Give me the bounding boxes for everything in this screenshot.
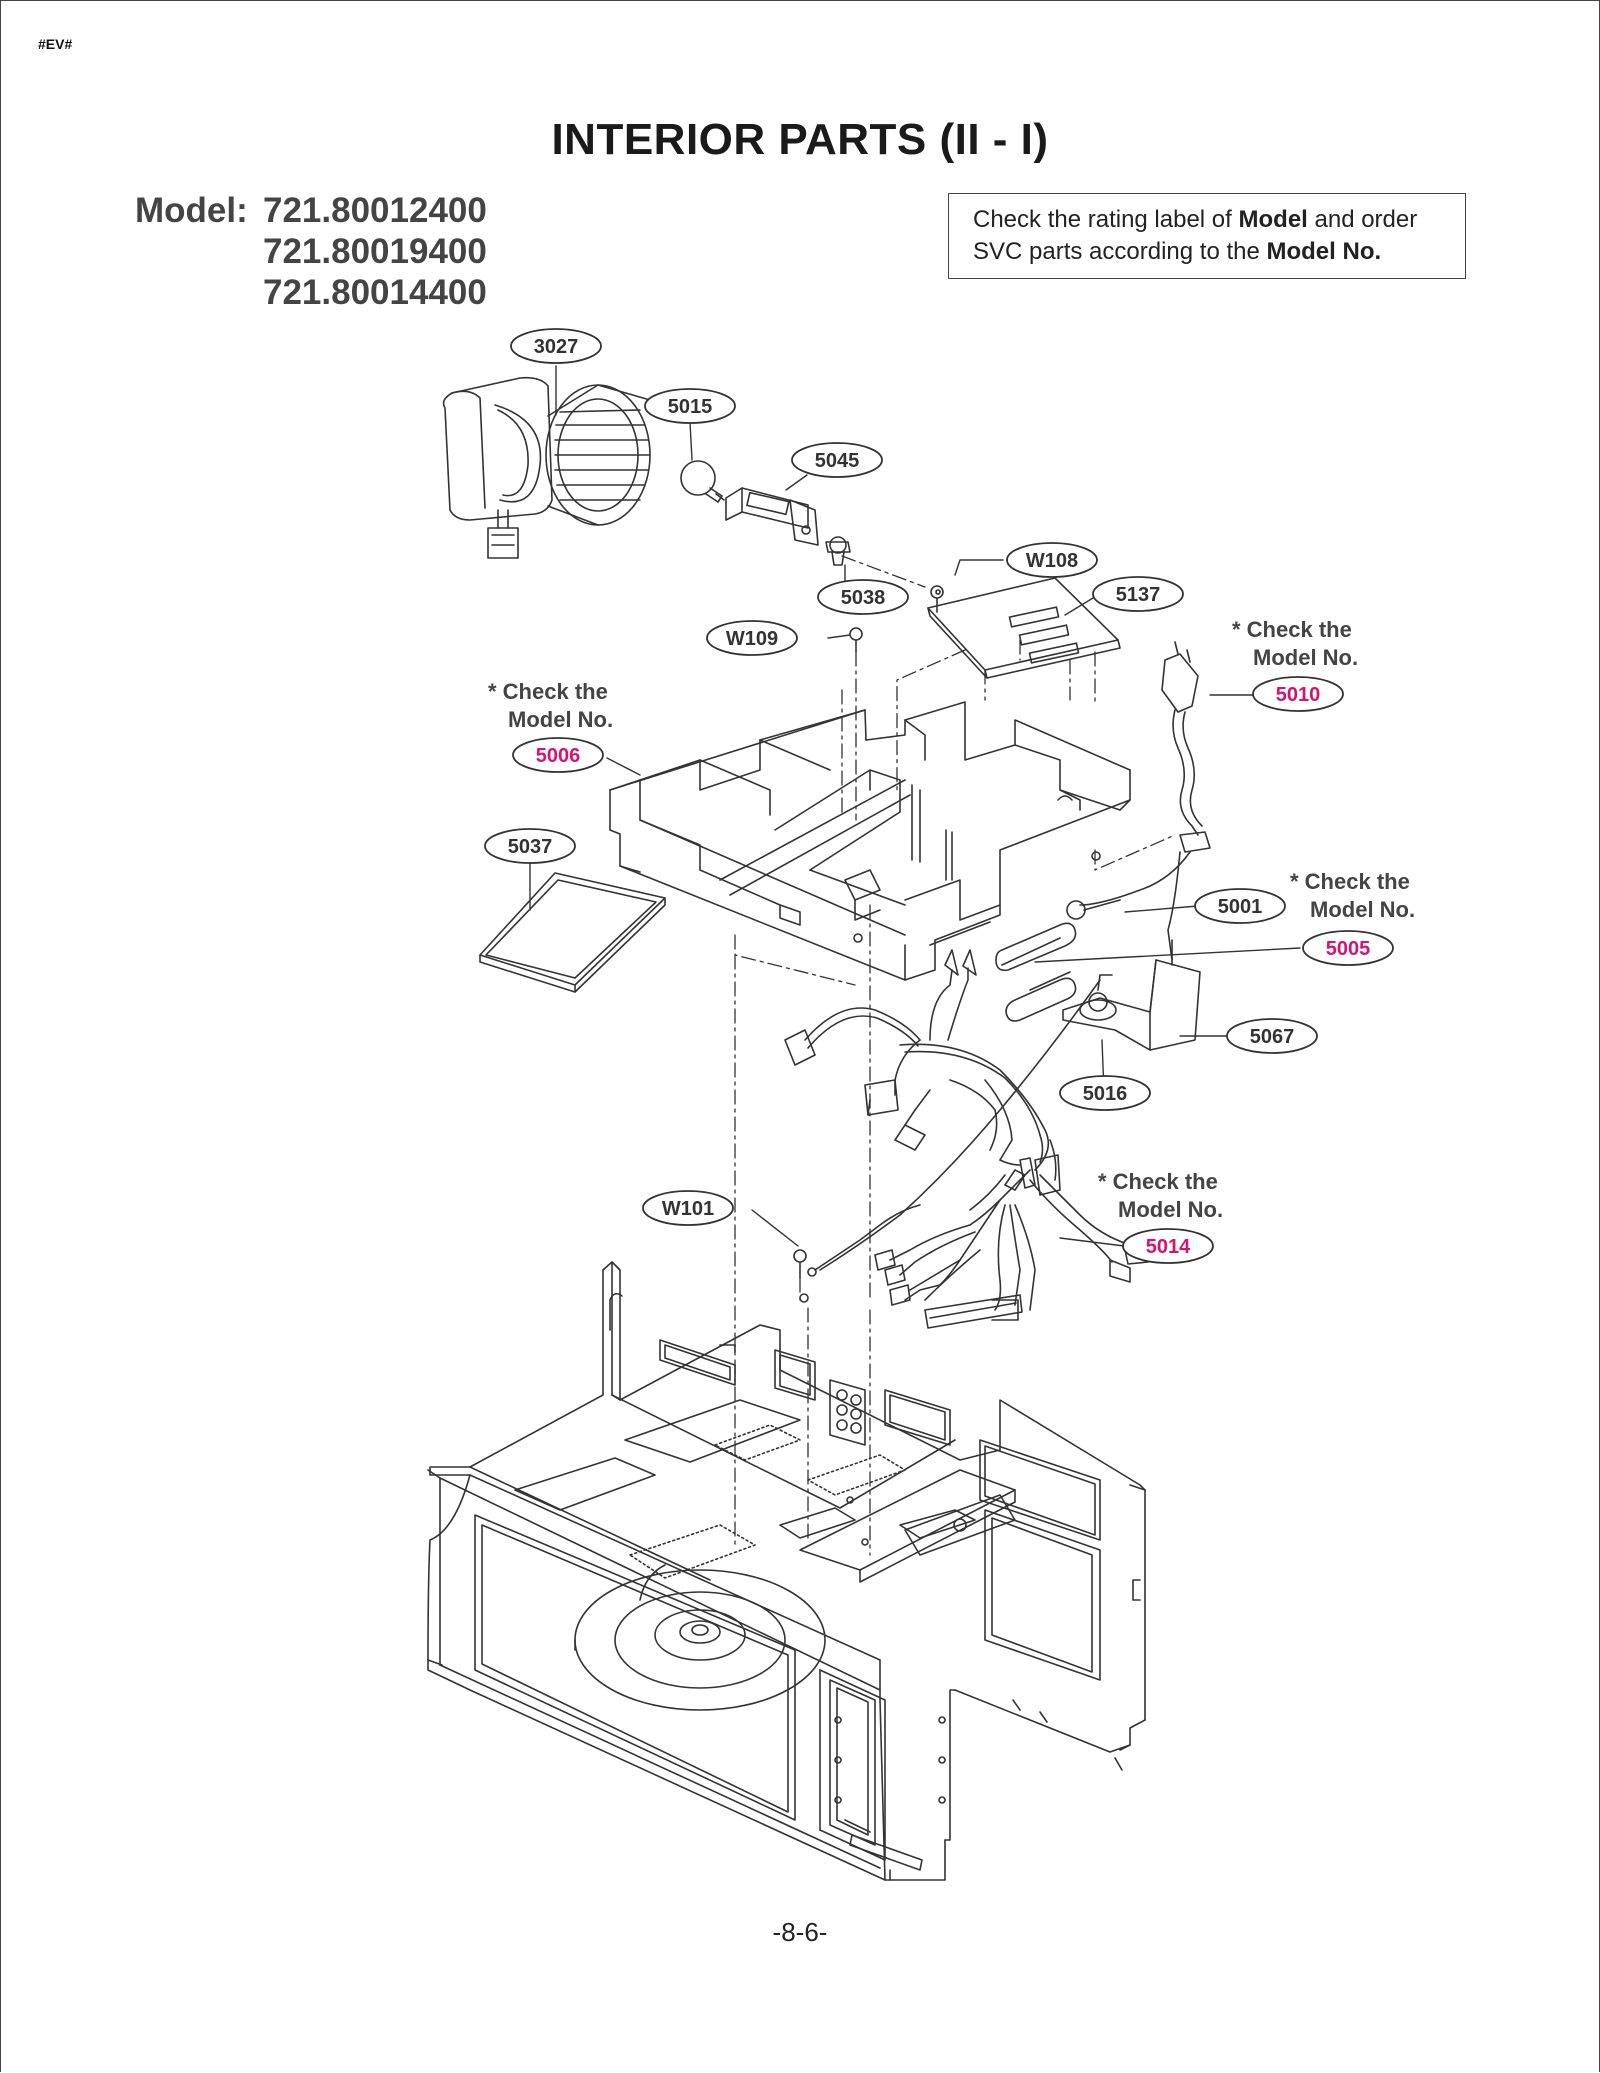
- damper-plate-drawing: [927, 577, 1121, 679]
- svg-text:5015: 5015: [668, 396, 713, 418]
- rating-label-notice: Check the rating label of Model and orde…: [948, 193, 1466, 279]
- callout-5067: 5067: [1226, 1018, 1318, 1054]
- callout-5137: 5137: [1092, 576, 1184, 612]
- page-title: INTERIOR PARTS (II - I): [551, 115, 1049, 164]
- lamp-socket-drawing: [725, 487, 819, 546]
- callout-5038: 5038: [817, 579, 909, 615]
- callout-5016: 5016: [1059, 1075, 1151, 1111]
- svg-text:5045: 5045: [815, 450, 860, 472]
- model-number-2: 721.80019400: [263, 232, 487, 271]
- svg-text:5001: 5001: [1218, 896, 1263, 918]
- callout-labels: 3027 5015 5045 5038 W108 5137 W109 5010: [484, 328, 1394, 1264]
- svg-text:W108: W108: [1026, 550, 1078, 572]
- screw-w101-drawing: [793, 1249, 809, 1303]
- callout-5037: 5037: [484, 828, 576, 864]
- check-model-notes: * Check the Model No. * Check the Model …: [488, 617, 1415, 1222]
- note-5006-line2: Model No.: [508, 707, 613, 732]
- power-cord-drawing: [1079, 641, 1211, 966]
- oven-cavity-drawing: [427, 1261, 1146, 1881]
- model-label: Model:: [135, 191, 248, 230]
- svg-text:5037: 5037: [508, 836, 553, 858]
- svg-text:5016: 5016: [1083, 1083, 1128, 1105]
- svg-text:5137: 5137: [1116, 584, 1161, 606]
- document-code: #EV#: [38, 36, 73, 52]
- model-number-1: 721.80012400: [263, 191, 487, 230]
- svg-text:5010: 5010: [1276, 684, 1321, 706]
- leader-lines: [529, 365, 1301, 1247]
- lamp-drawing: [680, 460, 725, 503]
- note-5005-line1: * Check the: [1290, 869, 1410, 894]
- note-5010-line1: * Check the: [1232, 617, 1352, 642]
- screw-w109-drawing: [849, 627, 863, 653]
- note-5010-line2: Model No.: [1253, 645, 1358, 670]
- svg-text:W109: W109: [726, 628, 778, 650]
- note-5014-line2: Model No.: [1118, 1197, 1223, 1222]
- fuse-and-switch-drawing: [995, 899, 1121, 1022]
- callout-5005: 5005: [1302, 930, 1394, 966]
- callout-5006: 5006: [512, 737, 604, 773]
- callout-5014: 5014: [1122, 1228, 1214, 1264]
- note-5005-line2: Model No.: [1310, 897, 1415, 922]
- switch-bracket-drawing: [1062, 959, 1201, 1051]
- note-5006-line1: * Check the: [488, 679, 608, 704]
- svg-text:5014: 5014: [1146, 1236, 1191, 1258]
- callout-5015: 5015: [644, 388, 736, 424]
- callout-5045: 5045: [791, 442, 883, 478]
- grease-filter-drawing: [479, 872, 666, 993]
- callout-W109: W109: [706, 620, 798, 656]
- fan-motor-drawing: [442, 376, 651, 559]
- air-guide-frame-drawing: [609, 701, 1131, 981]
- note-5014-line1: * Check the: [1098, 1169, 1218, 1194]
- wire-harness-drawing: [784, 949, 1149, 1329]
- callout-W101: W101: [642, 1190, 734, 1226]
- callout-W108: W108: [1006, 542, 1098, 578]
- callout-5001: 5001: [1194, 888, 1286, 924]
- svg-text:5067: 5067: [1250, 1026, 1295, 1048]
- svg-text:5038: 5038: [841, 587, 886, 609]
- thermostat-drawing: [825, 536, 851, 566]
- callout-3027: 3027: [510, 328, 602, 364]
- svg-text:5005: 5005: [1326, 938, 1371, 960]
- svg-text:3027: 3027: [534, 336, 579, 358]
- callout-5010: 5010: [1252, 676, 1344, 712]
- assembly-lines: [734, 555, 1176, 1556]
- model-list: Model: 721.80012400 721.80019400 721.8001…: [135, 190, 487, 313]
- svg-text:W101: W101: [662, 1198, 714, 1220]
- svg-text:5006: 5006: [536, 745, 581, 767]
- model-number-3: 721.80014400: [263, 273, 487, 312]
- page-number: -8-6-: [772, 1917, 828, 1947]
